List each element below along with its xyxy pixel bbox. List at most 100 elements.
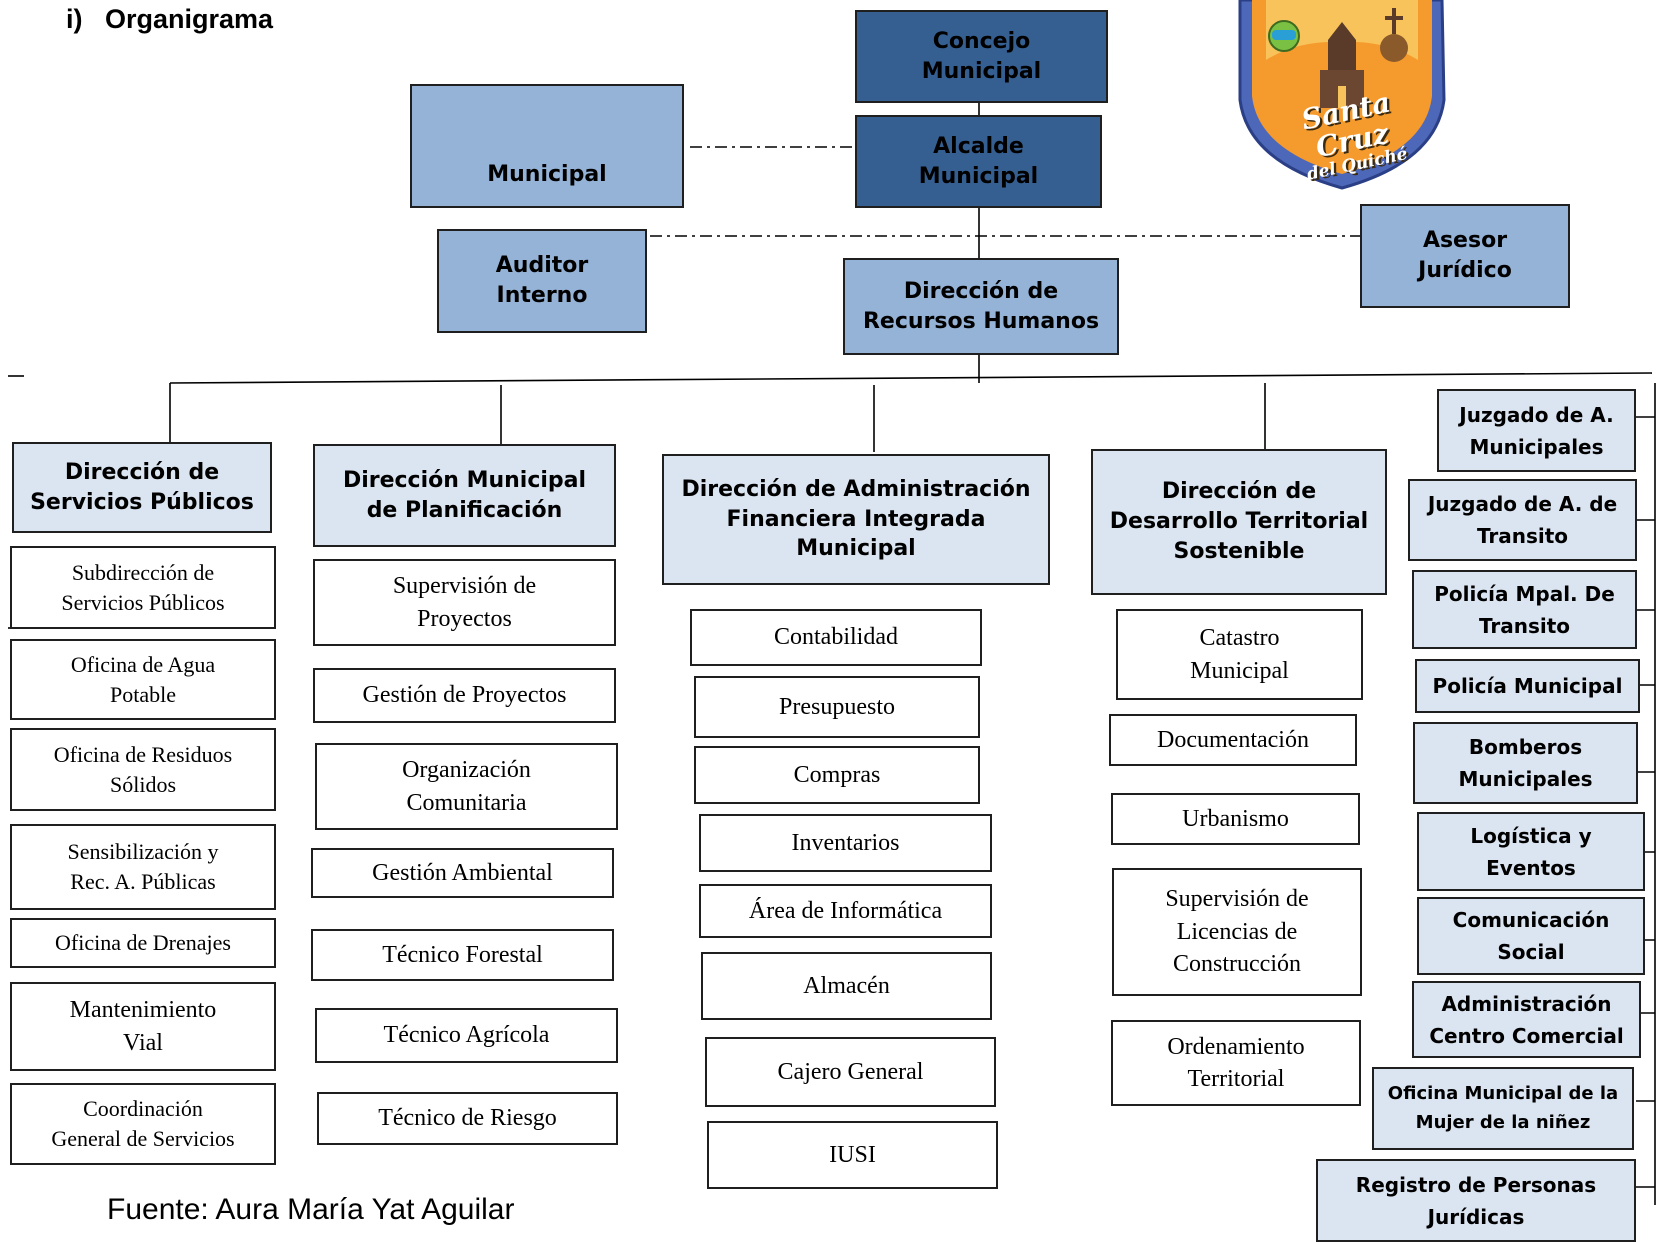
box-line: de Planificación: [366, 497, 563, 523]
box-line: Vial: [123, 1029, 163, 1056]
box-line: Compras: [793, 761, 881, 788]
unit-box: Sensibilización y Rec. A. Públicas: [10, 824, 276, 910]
box-line: Servicios Públicos: [61, 589, 225, 615]
box-line: Mujer de la niñez: [1415, 1111, 1591, 1133]
box-line: Coordinación: [83, 1096, 203, 1122]
municipal-logo: Santa Cruz del Quiché: [1236, 0, 1448, 192]
box-line: Contabilidad: [774, 624, 898, 651]
box-line: Supervisión de: [392, 573, 537, 600]
box-line: Juzgado de A.: [1459, 402, 1614, 427]
box-line: Municipal: [1190, 657, 1289, 684]
box-line: Servicios Públicos: [30, 489, 254, 515]
unit-box: Técnico Agrícola: [315, 1008, 618, 1063]
box-line: Auditor: [495, 253, 589, 279]
box-line: Asesor: [1422, 228, 1508, 254]
side-unit-box: Policía Municipal: [1415, 659, 1640, 713]
unit-box: Supervisión de Licencias de Construcción: [1112, 868, 1362, 996]
box-line: Rec. A. Públicas: [70, 869, 216, 894]
box-line: Registro de Personas: [1355, 1172, 1597, 1197]
box-line: IUSI: [829, 1141, 876, 1168]
unit-box: Urbanismo: [1111, 793, 1360, 845]
box-line: Catastro: [1199, 625, 1280, 652]
unit-box: Presupuesto: [694, 676, 980, 738]
box-line: General de Servicios: [51, 1126, 235, 1151]
unit-box: Cajero General: [705, 1037, 996, 1107]
box-line: Sostenible: [1173, 538, 1305, 564]
box-line: Policía Municipal: [1432, 674, 1623, 698]
unit-box: Gestión de Proyectos: [313, 668, 616, 723]
box-line: Oficina de Agua: [70, 651, 216, 677]
recursos-humanos-box: Dirección de Recursos Humanos: [843, 258, 1119, 355]
box-line: Construcción: [1173, 951, 1301, 978]
box-line: Alcalde: [933, 133, 1024, 159]
box-line: Técnico Agrícola: [383, 1022, 550, 1049]
box-line: Bomberos: [1468, 735, 1583, 759]
box-line: Financiera Integrada: [726, 506, 986, 532]
box-line: Logística y: [1470, 823, 1592, 848]
box-line: Sensibilización y: [67, 839, 219, 865]
box-line: Comunicación: [1452, 908, 1610, 932]
box-line: Documentación: [1157, 726, 1309, 753]
unit-box: Técnico Forestal: [311, 929, 614, 981]
box-line: Inventarios: [791, 829, 900, 856]
box-line: Sólidos: [109, 771, 177, 797]
box-line: Técnico Forestal: [382, 941, 543, 968]
side-unit-box: Juzgado de A. de Transito: [1408, 479, 1637, 561]
unit-box: Compras: [694, 746, 980, 804]
box-line: Dirección de: [903, 278, 1059, 304]
box-line: Licencias de: [1176, 918, 1298, 945]
box-line: Gestión Ambiental: [372, 859, 553, 886]
box-line: Técnico de Riesgo: [378, 1105, 557, 1132]
unit-box: Almacén: [701, 952, 992, 1020]
box-line: Transito: [1478, 613, 1571, 638]
side-unit-box: Logística y Eventos: [1417, 812, 1645, 891]
box-line: Supervisión de: [1165, 886, 1309, 913]
box-line: Urbanismo: [1182, 805, 1289, 832]
box-line: Eventos: [1486, 855, 1576, 880]
box-line: Municipales: [1458, 767, 1593, 791]
box-line: Oficina de Residuos: [53, 741, 233, 767]
box-line: Subdirección de: [71, 559, 215, 585]
box-line: Administración: [1441, 991, 1612, 1016]
unit-box: Documentación: [1109, 714, 1357, 766]
box-line: Ordenamiento: [1167, 1033, 1305, 1060]
box-line: Juzgado de A. de: [1427, 492, 1618, 516]
box-line: Gestión de Proyectos: [362, 682, 567, 709]
box-line: Transito: [1476, 524, 1569, 548]
box-line: Municipal: [921, 58, 1042, 84]
secretaria-municipal-box: Municipal: [410, 84, 684, 208]
box-line: Desarrollo Territorial: [1109, 509, 1369, 535]
unit-box: Inventarios: [699, 814, 992, 872]
box-line: Organización: [402, 757, 531, 784]
unit-box: IUSI: [707, 1121, 998, 1189]
box-line: Recursos Humanos: [862, 308, 1100, 334]
box-line: Jurídico: [1418, 258, 1512, 283]
box-line: Mantenimiento: [69, 997, 217, 1024]
box-line: Concejo: [932, 28, 1031, 54]
box-line: Almacén: [803, 972, 890, 999]
box-line: Dirección de: [1161, 479, 1317, 505]
box-line: Municipal: [796, 536, 916, 562]
box-line: Municipales: [1469, 434, 1604, 459]
box-line: Oficina de Drenajes: [55, 930, 231, 956]
box-line: Social: [1497, 940, 1565, 964]
box-line: Territorial: [1187, 1066, 1285, 1092]
